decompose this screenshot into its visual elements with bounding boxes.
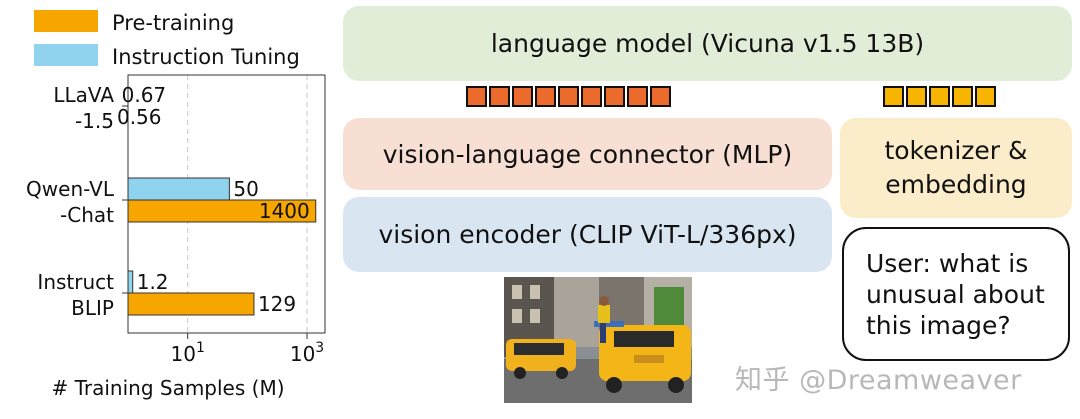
watermark: 知乎 @Dreamweaver — [735, 358, 1022, 397]
category-label: -Chat — [60, 203, 114, 227]
tokenizer-label: tokenizer & embedding — [884, 134, 1027, 202]
category-label: Qwen-VL — [26, 177, 115, 201]
data-label: 129 — [258, 292, 296, 316]
vision-encoder-box: vision encoder (CLIP ViT-L/336px) — [343, 197, 832, 272]
user-prompt-text: User: what is unusual about this image? — [866, 248, 1045, 341]
image-token — [604, 86, 625, 107]
legend-label: Pre-training — [112, 11, 234, 35]
x-tick-label: 103 — [290, 340, 324, 366]
data-label: 0.67 — [122, 83, 167, 107]
text-token — [883, 86, 904, 107]
data-label: 50 — [233, 177, 258, 201]
image-token — [512, 86, 533, 107]
language-model-label: language model (Vicuna v1.5 13B) — [491, 29, 924, 58]
image-token-row — [466, 86, 671, 107]
bar-instruction-tuning — [128, 271, 133, 293]
connector-box: vision-language connector (MLP) — [343, 118, 832, 190]
x-axis-label: # Training Samples (M) — [51, 376, 284, 400]
image-token — [535, 86, 556, 107]
image-token — [466, 86, 487, 107]
image-token — [581, 86, 602, 107]
image-token — [489, 86, 510, 107]
text-token — [952, 86, 973, 107]
category-label: Instruct — [37, 270, 114, 294]
image-token — [627, 86, 648, 107]
category-label: LLaVA — [53, 83, 114, 107]
data-label: 0.56 — [117, 105, 162, 129]
vision-encoder-label: vision encoder (CLIP ViT-L/336px) — [378, 220, 796, 249]
text-token-row — [883, 86, 996, 107]
text-token — [929, 86, 950, 107]
legend-label: Instruction Tuning — [112, 45, 300, 69]
tokenizer-box: tokenizer & embedding — [840, 118, 1072, 218]
connector-label: vision-language connector (MLP) — [383, 140, 792, 169]
category-label: BLIP — [71, 296, 114, 320]
legend-swatch — [34, 44, 98, 66]
category-label: -1.5 — [75, 109, 114, 133]
language-model-box: language model (Vicuna v1.5 13B) — [343, 6, 1072, 81]
bar-instruction-tuning — [128, 178, 229, 200]
x-tick-label: 101 — [170, 340, 204, 366]
input-photo — [504, 277, 692, 403]
user-prompt-bubble: User: what is unusual about this image? — [842, 227, 1070, 361]
data-label: 1400 — [259, 199, 310, 223]
text-token — [975, 86, 996, 107]
image-token — [558, 86, 579, 107]
legend-swatch — [34, 10, 98, 32]
bar-pre-training — [128, 293, 254, 315]
data-label: 1.2 — [137, 270, 169, 294]
image-token — [650, 86, 671, 107]
text-token — [906, 86, 927, 107]
